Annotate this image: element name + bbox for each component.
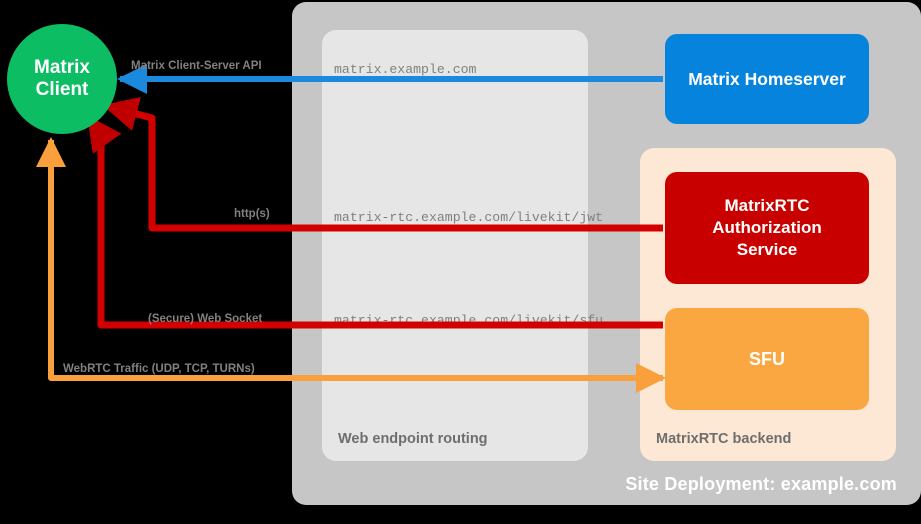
node-matrix-client-line1: Matrix (34, 56, 90, 78)
flow-label-client-server-api: Matrix Client-Server API (131, 60, 262, 72)
flow-label-https: http(s) (234, 208, 270, 220)
matrix-endpoint-url: matrix.example.com (334, 62, 477, 77)
web-endpoint-routing-container: Web endpoint routing (322, 30, 588, 461)
livekit-jwt-endpoint-url: matrix-rtc.example.com/livekit/jwt (334, 210, 604, 225)
livekit-sfu-endpoint-url: matrix-rtc.example.com/livekit/sfu (334, 313, 604, 328)
node-matrixrtc-auth-line1: MatrixRTC (724, 195, 810, 215)
node-matrix-homeserver-label: Matrix Homeserver (688, 68, 846, 89)
flow-label-secure-websocket: (Secure) Web Socket (148, 313, 263, 325)
site-deployment-label: Site Deployment: example.com (625, 474, 897, 494)
node-matrix-homeserver[interactable]: Matrix Homeserver (665, 34, 869, 124)
node-matrix-client-line2: Client (35, 79, 89, 100)
matrixrtc-backend-label: MatrixRTC backend (656, 431, 792, 447)
flow-label-webrtc-traffic: WebRTC Traffic (UDP, TCP, TURNs) (63, 363, 255, 375)
node-sfu[interactable]: SFU (665, 308, 869, 410)
node-matrixrtc-auth-line3: Service (736, 240, 798, 260)
node-matrixrtc-auth-line2: Authorization (712, 217, 822, 237)
web-endpoint-routing-label: Web endpoint routing (338, 431, 488, 447)
node-matrixrtc-authorization-service[interactable]: MatrixRTC Authorization Service (665, 172, 869, 284)
node-sfu-label: SFU (749, 348, 785, 369)
node-matrix-client[interactable]: Matrix Client (7, 24, 117, 134)
